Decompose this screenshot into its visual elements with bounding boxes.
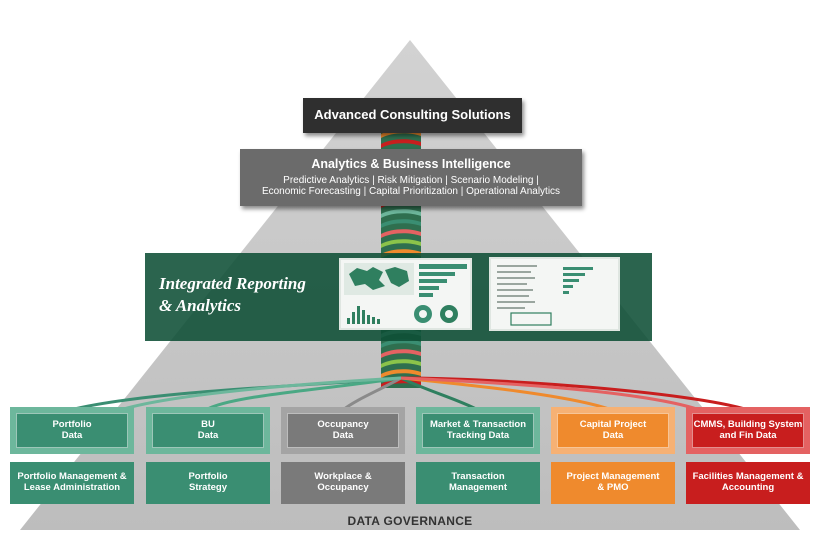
data-source-label: BU Data xyxy=(152,413,264,448)
connector-extra-2 xyxy=(400,376,701,412)
data-source-box: Occupancy Data xyxy=(281,407,405,454)
cable-stripe xyxy=(381,249,421,258)
cable-stripe xyxy=(381,349,421,358)
cable-stripe xyxy=(381,139,421,148)
data-source-label: Capital Project Data xyxy=(557,413,669,448)
function-box: Facilities Management & Accounting xyxy=(686,462,810,504)
function-box: Portfolio Strategy xyxy=(146,462,270,504)
connector-market xyxy=(400,376,479,412)
data-governance-label: DATA GOVERNANCE xyxy=(347,514,473,528)
analytics-bi-title: Analytics & Business Intelligence xyxy=(311,157,511,172)
data-source-box: Capital Project Data xyxy=(551,407,675,454)
dashboard-thumbnail-map xyxy=(339,258,472,330)
data-source-box: CMMS, Building System and Fin Data xyxy=(686,407,810,454)
data-source-box: Market & Transaction Tracking Data xyxy=(416,407,540,454)
dashboard-thumbnail-report xyxy=(489,257,620,331)
cable-stripe xyxy=(381,359,421,368)
advanced-consulting-label: Advanced Consulting Solutions xyxy=(314,107,511,123)
cable-stripe xyxy=(381,229,421,238)
function-box: Project Management & PMO xyxy=(551,462,675,504)
data-source-box: Portfolio Data xyxy=(10,407,134,454)
function-box: Portfolio Management & Lease Administrat… xyxy=(10,462,134,504)
connector-lines xyxy=(69,376,749,412)
function-box: Transaction Management xyxy=(416,462,540,504)
cable-stripe xyxy=(381,339,421,348)
data-source-label: Market & Transaction Tracking Data xyxy=(422,413,534,448)
data-source-label: CMMS, Building System and Fin Data xyxy=(692,413,804,448)
cable-stripe xyxy=(381,239,421,248)
cable-stripe xyxy=(381,219,421,228)
analytics-bi-line-1: Predictive Analytics | Risk Mitigation |… xyxy=(283,174,539,186)
data-source-label: Occupancy Data xyxy=(287,413,399,448)
dashboard-map-chart-icon xyxy=(344,263,467,324)
function-box: Workplace & Occupancy xyxy=(281,462,405,504)
integrated-reporting-band: Integrated Reporting & Analytics xyxy=(145,253,652,341)
cable-stripe xyxy=(381,369,421,378)
dashboard-report-chart-icon xyxy=(497,265,593,326)
analytics-bi-box: Analytics & Business Intelligence Predic… xyxy=(240,149,582,206)
connector-bu xyxy=(205,376,402,412)
integrated-reporting-title: Integrated Reporting & Analytics xyxy=(159,274,306,316)
analytics-bi-line-2: Economic Forecasting | Capital Prioritiz… xyxy=(261,186,561,198)
cable-stripe xyxy=(381,209,421,218)
data-source-box: BU Data xyxy=(146,407,270,454)
advanced-consulting-box: Advanced Consulting Solutions xyxy=(303,98,522,133)
connector-extra-1 xyxy=(119,376,402,412)
data-source-label: Portfolio Data xyxy=(16,413,128,448)
